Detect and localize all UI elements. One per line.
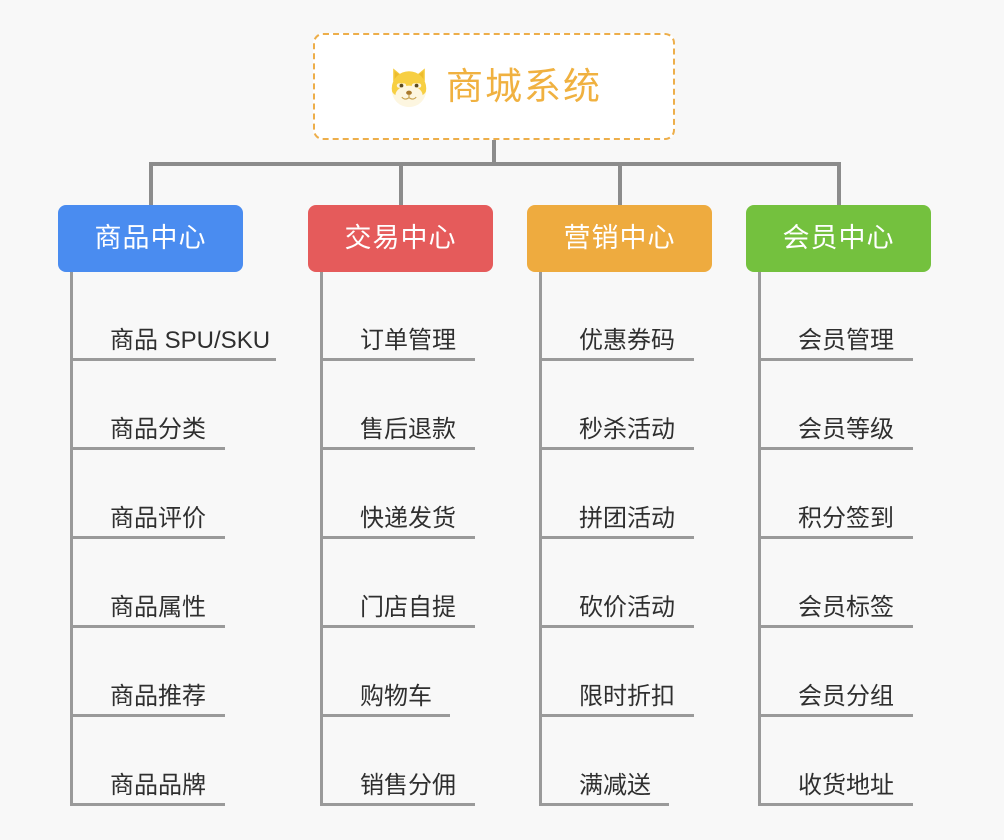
category-box-3[interactable]: 营销中心: [527, 205, 712, 272]
leaf-label: 满减送: [579, 772, 651, 799]
leaf-item[interactable]: 满减送: [539, 717, 669, 806]
leaf-item[interactable]: 会员等级: [758, 361, 913, 450]
leaf-underline: [758, 625, 913, 628]
leaf-underline: [758, 714, 913, 717]
leaf-item[interactable]: 会员标签: [758, 539, 913, 628]
leaf-underline: [758, 803, 913, 806]
leaf-label: 优惠券码: [579, 327, 675, 354]
root-title: 商城系统: [446, 66, 602, 107]
leaf-item[interactable]: 商品品牌: [70, 717, 225, 806]
leaf-label: 限时折扣: [579, 683, 675, 710]
leaf-underline: [539, 625, 694, 628]
leaf-underline: [539, 536, 694, 539]
leaf-underline: [539, 714, 694, 717]
category-box-4[interactable]: 会员中心: [746, 205, 931, 272]
leaf-underline: [70, 358, 276, 361]
leaf-branch-2: 订单管理售后退款快递发货门店自提购物车销售分佣: [320, 272, 580, 806]
leaf-label: 秒杀活动: [579, 416, 675, 443]
category-box-2[interactable]: 交易中心: [308, 205, 493, 272]
leaf-item[interactable]: 收货地址: [758, 717, 913, 806]
leaf-item[interactable]: 销售分佣: [320, 717, 475, 806]
leaf-label: 门店自提: [360, 594, 456, 621]
leaf-underline: [758, 358, 913, 361]
leaf-label: 会员等级: [798, 416, 894, 443]
root-node-shop-system[interactable]: 商城系统: [313, 33, 675, 140]
leaf-item[interactable]: 商品 SPU/SKU: [70, 272, 276, 361]
leaf-underline: [758, 536, 913, 539]
leaf-underline: [320, 714, 450, 717]
leaf-label: 售后退款: [360, 416, 456, 443]
leaf-underline: [70, 803, 225, 806]
leaf-underline: [70, 625, 225, 628]
drop-line-2: [398, 162, 403, 205]
leaf-label: 购物车: [360, 683, 432, 710]
category-label: 商品中心: [94, 223, 207, 253]
horizontal-bus-line: [148, 162, 841, 166]
leaf-item[interactable]: 商品分类: [70, 361, 225, 450]
drop-line-3: [617, 162, 622, 205]
leaf-underline: [539, 803, 669, 806]
leaf-branch-3: 优惠券码秒杀活动拼团活动砍价活动限时折扣满减送: [539, 272, 799, 806]
leaf-item[interactable]: 商品属性: [70, 539, 225, 628]
leaf-label: 会员分组: [798, 683, 894, 710]
leaf-item[interactable]: 砍价活动: [539, 539, 694, 628]
leaf-item[interactable]: 售后退款: [320, 361, 475, 450]
leaf-item[interactable]: 限时折扣: [539, 628, 694, 717]
leaf-underline: [70, 447, 225, 450]
leaf-item[interactable]: 秒杀活动: [539, 361, 694, 450]
leaf-item[interactable]: 优惠券码: [539, 272, 694, 361]
leaf-branch-1: 商品 SPU/SKU 商品分类商品评价商品属性商品推荐商品品牌: [70, 272, 330, 806]
leaf-underline: [320, 358, 475, 361]
leaf-underline: [70, 714, 225, 717]
branch-spine: [320, 272, 323, 806]
leaf-label: 会员标签: [798, 594, 894, 621]
leaf-label: 销售分佣: [360, 772, 456, 799]
leaf-underline: [320, 625, 475, 628]
category-box-1[interactable]: 商品中心: [58, 205, 243, 272]
branch-spine: [70, 272, 73, 806]
leaf-item[interactable]: 购物车: [320, 628, 450, 717]
category-label: 会员中心: [782, 223, 895, 253]
category-label: 营销中心: [563, 223, 676, 253]
leaf-item[interactable]: 会员管理: [758, 272, 913, 361]
shiba-dog-face-icon: [391, 67, 427, 107]
leaf-item[interactable]: 商品推荐: [70, 628, 225, 717]
drop-line-4: [836, 162, 841, 205]
leaf-item[interactable]: 积分签到: [758, 450, 913, 539]
branch-spine: [539, 272, 542, 806]
leaf-label: 商品品牌: [110, 772, 206, 799]
leaf-label: 积分签到: [798, 505, 894, 532]
leaf-item[interactable]: 拼团活动: [539, 450, 694, 539]
leaf-label: 砍价活动: [579, 594, 675, 621]
category-label: 交易中心: [344, 223, 457, 253]
leaf-label: 商品分类: [110, 416, 206, 443]
leaf-label: 商品评价: [110, 505, 206, 532]
leaf-item[interactable]: 订单管理: [320, 272, 475, 361]
leaf-item[interactable]: 快递发货: [320, 450, 475, 539]
drop-line-1: [148, 162, 153, 205]
leaf-underline: [320, 803, 475, 806]
leaf-label: 快递发货: [360, 505, 456, 532]
leaf-label: 商品 SPU/SKU: [110, 327, 271, 354]
root-stem-line: [492, 140, 496, 166]
leaf-label: 收货地址: [798, 772, 894, 799]
leaf-label: 商品推荐: [110, 683, 206, 710]
leaf-label: 商品属性: [110, 594, 206, 621]
leaf-label: 拼团活动: [579, 505, 675, 532]
leaf-item[interactable]: 门店自提: [320, 539, 475, 628]
leaf-label: 订单管理: [360, 327, 456, 354]
leaf-label: 会员管理: [798, 327, 894, 354]
leaf-underline: [320, 447, 475, 450]
leaf-underline: [320, 536, 475, 539]
leaf-item[interactable]: 商品评价: [70, 450, 225, 539]
leaf-underline: [70, 536, 225, 539]
leaf-underline: [758, 447, 913, 450]
leaf-branch-4: 会员管理会员等级积分签到会员标签会员分组收货地址: [758, 272, 1004, 806]
leaf-underline: [539, 358, 694, 361]
leaf-item[interactable]: 会员分组: [758, 628, 913, 717]
branch-spine: [758, 272, 761, 806]
leaf-underline: [539, 447, 694, 450]
